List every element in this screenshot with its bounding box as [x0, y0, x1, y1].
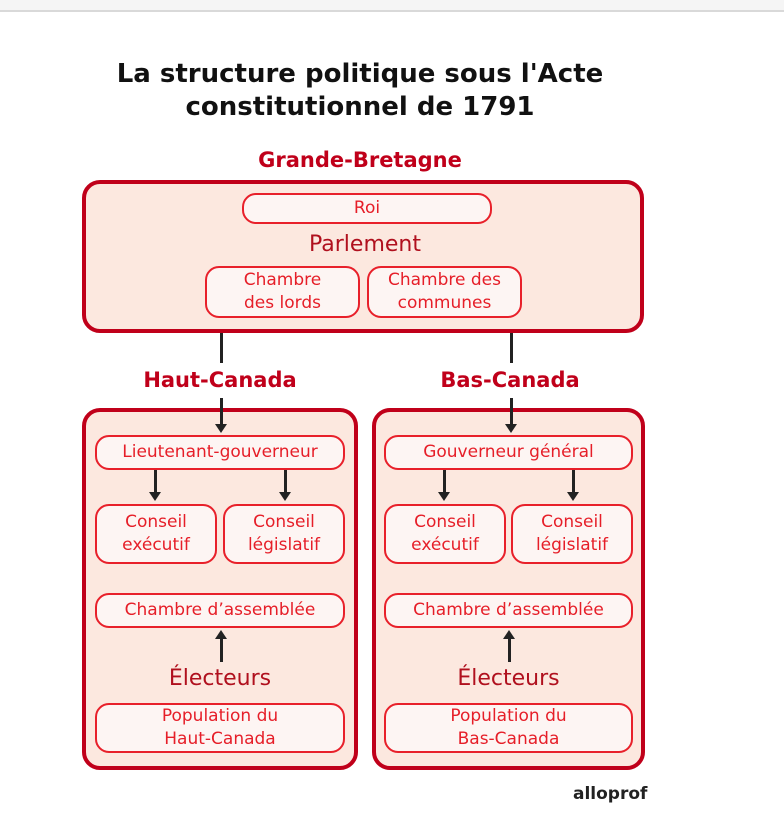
chambre-communes-box: Chambre des communes	[367, 266, 522, 318]
population-box: Population du Haut-Canada	[95, 703, 345, 753]
connector	[508, 638, 511, 662]
parlement-label: Parlement	[309, 232, 421, 257]
arrow-down-icon	[149, 492, 161, 501]
chambre-assemblee-box: Chambre d’assemblée	[384, 593, 633, 628]
top-bar	[0, 0, 784, 12]
lieutenant-gouverneur-box: Lieutenant-gouverneur	[95, 435, 345, 470]
heading-haut-canada: Haut-Canada	[143, 368, 297, 392]
electeurs-label: Électeurs	[168, 666, 272, 691]
connector	[572, 470, 575, 492]
roi-box: Roi	[242, 193, 492, 224]
arrow-down-icon	[438, 492, 450, 501]
gouverneur-general-box: Gouverneur général	[384, 435, 633, 470]
conseil-executif-box: Conseil exécutif	[95, 504, 217, 564]
arrow-down-icon	[567, 492, 579, 501]
conseil-executif-box: Conseil exécutif	[384, 504, 506, 564]
arrow-down-icon	[215, 424, 227, 433]
arrow-up-icon	[215, 630, 227, 639]
connector	[154, 470, 157, 492]
arrow-down-icon	[505, 424, 517, 433]
population-box: Population du Bas-Canada	[384, 703, 633, 753]
electeurs-label: Électeurs	[457, 666, 560, 691]
heading-grande-bretagne: Grande-Bretagne	[258, 148, 462, 172]
diagram-title: La structure politique sous l'Acte const…	[116, 59, 604, 122]
connector	[220, 638, 223, 662]
connector	[220, 398, 223, 424]
connector	[443, 470, 446, 492]
connector	[510, 333, 513, 363]
arrow-up-icon	[503, 630, 515, 639]
connector	[510, 398, 513, 424]
conseil-legislatif-box: Conseil législatif	[223, 504, 345, 564]
alloprof-logo: alloprof	[573, 784, 648, 804]
chambre-assemblee-box: Chambre d’assemblée	[95, 593, 345, 628]
connector	[220, 333, 223, 363]
conseil-legislatif-box: Conseil législatif	[511, 504, 633, 564]
heading-bas-canada: Bas-Canada	[440, 368, 580, 392]
arrow-down-icon	[279, 492, 291, 501]
chambre-lords-box: Chambre des lords	[205, 266, 360, 318]
connector	[284, 470, 287, 492]
